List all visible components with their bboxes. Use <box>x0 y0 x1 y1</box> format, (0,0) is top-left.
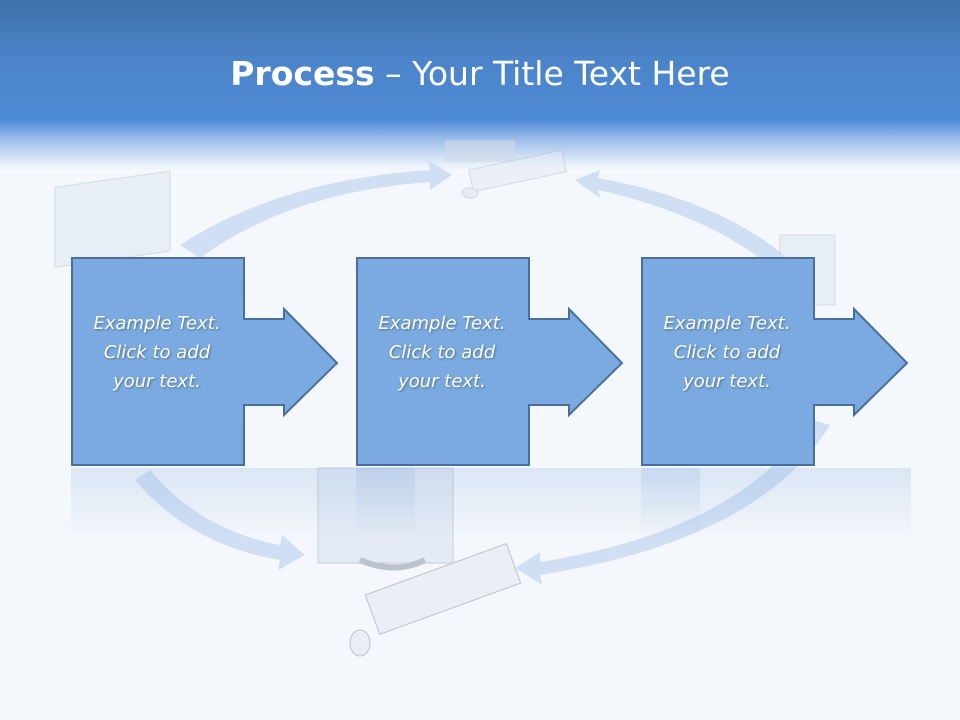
step-box-1[interactable]: Example Text. Click to add your text. <box>71 257 415 466</box>
keyboard-top <box>468 149 567 193</box>
mouse-bottom <box>349 629 371 657</box>
monitor-bottom <box>317 467 454 564</box>
step-arrow-shape-2 <box>356 257 624 466</box>
monitor-stand-bottom <box>358 557 427 571</box>
step-reflection-2 <box>356 468 700 538</box>
cycle-arrow-top-right <box>575 170 790 270</box>
cycle-arrow-bottom-right <box>515 420 830 585</box>
step-arrow-shape-3 <box>641 257 909 466</box>
keyboard-bottom <box>364 542 522 636</box>
step-text-3[interactable]: Example Text. Click to add your text. <box>663 313 791 392</box>
mouse-top <box>461 187 479 199</box>
step-text-2[interactable]: Example Text. Click to add your text. <box>378 313 506 392</box>
monitor-left <box>54 170 171 268</box>
cycle-arrow-bottom-left <box>135 470 305 570</box>
step-box-2[interactable]: Example Text. Click to add your text. <box>356 257 700 466</box>
step-box-3[interactable]: Example Text. Click to add your text. <box>641 257 960 466</box>
step-arrow-shape-1 <box>71 257 339 466</box>
step-text-1[interactable]: Example Text. Click to add your text. <box>93 313 221 392</box>
title-bold: Process <box>230 54 375 93</box>
slide-title[interactable]: Process – Your Title Text Here <box>0 54 960 93</box>
monitor-top <box>445 140 515 162</box>
title-rest: – Your Title Text Here <box>374 54 730 93</box>
step-reflection-1 <box>71 468 415 538</box>
cycle-arrow-top-left <box>180 160 452 258</box>
step-reflection-3 <box>641 468 911 538</box>
